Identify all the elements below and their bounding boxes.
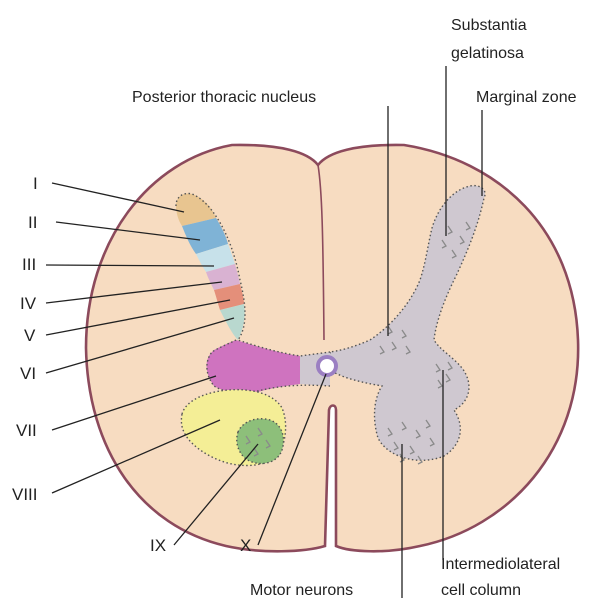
label-lamina-VIII: VIII <box>12 485 38 504</box>
label-lamina-IX: IX <box>150 536 166 555</box>
label-posterior-thoracic: Posterior thoracic nucleus <box>132 89 316 106</box>
label-lamina-III: III <box>22 255 36 274</box>
label-motor-neurons: Motor neurons <box>250 582 353 599</box>
label-lamina-I: I <box>33 174 38 193</box>
label-substantia-line2: gelatinosa <box>451 45 524 62</box>
label-lamina-X: X <box>240 536 251 555</box>
label-intermediolateral-line2: cell column <box>441 582 521 599</box>
label-intermediolateral-line1: Intermediolateral <box>441 556 560 573</box>
label-substantia-line1: Substantia <box>451 17 527 34</box>
label-lamina-VI: VI <box>20 364 36 383</box>
white-matter <box>86 145 578 551</box>
lamina-X <box>318 357 336 375</box>
label-marginal-zone: Marginal zone <box>476 89 577 106</box>
label-lamina-IV: IV <box>20 294 37 313</box>
label-lamina-VII: VII <box>16 421 37 440</box>
label-lamina-II: II <box>28 213 37 232</box>
lamina-IX <box>237 419 284 464</box>
label-lamina-V: V <box>24 326 36 345</box>
